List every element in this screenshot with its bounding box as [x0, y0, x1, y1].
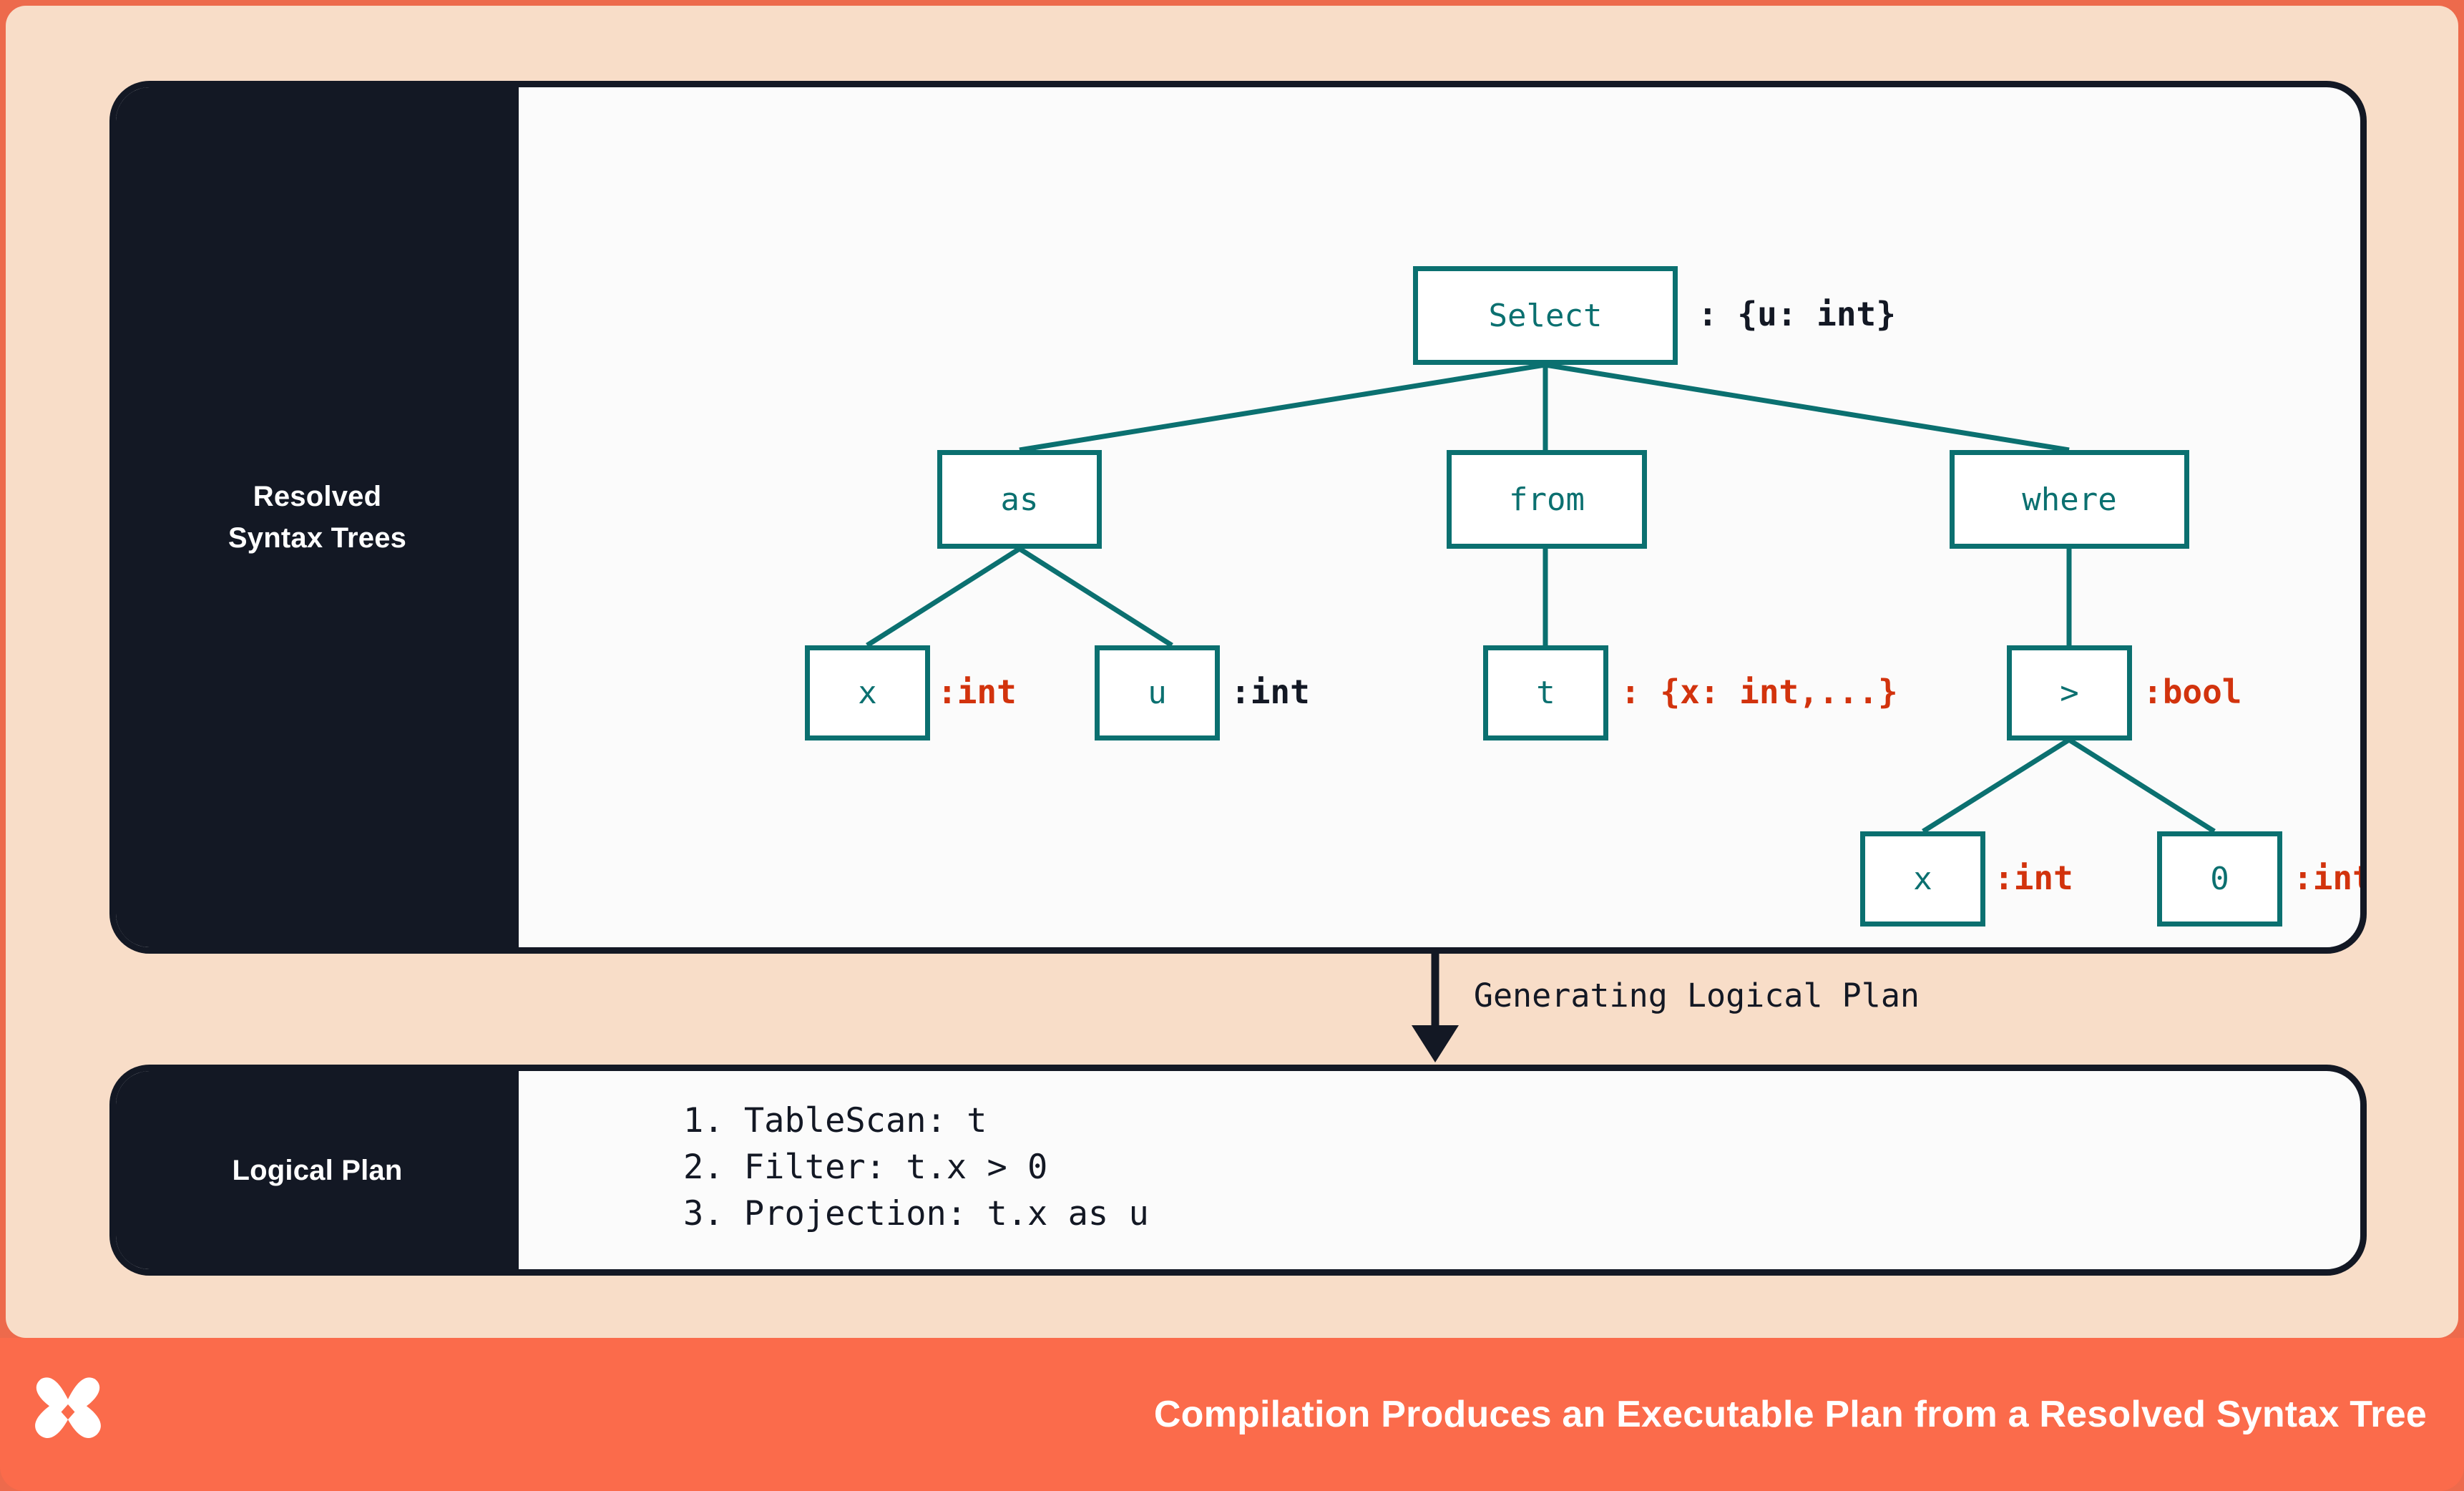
node-gt-x-label: x: [1913, 861, 1932, 897]
annotation-as-u: :int: [1231, 673, 1310, 711]
annotation-gt-x: :int: [1994, 859, 2073, 897]
pipeline-connector: Generating Logical Plan: [109, 954, 2367, 1065]
resolved-syntax-trees-sidebar: Resolved Syntax Trees: [116, 87, 519, 947]
node-gt-x[interactable]: x: [1860, 831, 1985, 927]
node-from-label: from: [1509, 481, 1585, 518]
annotation-greater-than: :bool: [2143, 673, 2242, 711]
node-where-label: where: [2022, 481, 2117, 518]
sidebar-label-line1: Resolved: [253, 481, 382, 512]
node-as-x-label: x: [858, 675, 877, 711]
logical-plan-sidebar: Logical Plan: [116, 1071, 519, 1269]
tree-edges: [866, 362, 2216, 834]
logical-plan-label: Logical Plan: [232, 1154, 403, 1186]
annotation-from-t: : {x: int,...}: [1620, 673, 1898, 711]
connector-arrow-icon: [1412, 954, 1459, 1062]
connector-label: Generating Logical Plan: [1473, 977, 1920, 1015]
node-gt-zero[interactable]: 0: [2157, 831, 2282, 927]
logical-plan-panel: Logical Plan 1. TableScan: t 2. Filter: …: [109, 1065, 2367, 1276]
node-greater-than[interactable]: >: [2007, 645, 2132, 740]
node-as[interactable]: as: [937, 450, 1102, 549]
node-greater-than-label: >: [2060, 675, 2079, 711]
node-from[interactable]: from: [1447, 450, 1647, 549]
sidebar-label-line2: Syntax Trees: [228, 522, 407, 554]
footer-bar: Compilation Produces an Executable Plan …: [0, 1338, 2464, 1491]
resolved-syntax-trees-panel: Resolved Syntax Trees: [109, 81, 2367, 954]
node-from-t-label: t: [1536, 675, 1555, 711]
node-as-label: as: [1000, 481, 1039, 518]
logical-plan-steps: 1. TableScan: t 2. Filter: t.x > 0 3. Pr…: [519, 1071, 2360, 1269]
plan-step-1: 1. TableScan: t: [683, 1101, 987, 1140]
butterfly-x-logo-icon: [35, 1377, 101, 1438]
resolved-syntax-trees-label: Resolved Syntax Trees: [228, 476, 406, 559]
node-as-x[interactable]: x: [805, 645, 930, 740]
node-select-label: Select: [1488, 297, 1603, 334]
footer-caption: Compilation Produces an Executable Plan …: [1153, 1394, 2427, 1435]
node-where[interactable]: where: [1950, 450, 2189, 549]
annotation-gt-zero: :int: [2293, 859, 2367, 897]
page-background: Resolved Syntax Trees: [6, 6, 2458, 1338]
node-gt-zero-label: 0: [2210, 861, 2229, 897]
node-select[interactable]: Select: [1413, 266, 1678, 365]
node-as-u[interactable]: u: [1095, 645, 1220, 740]
annotation-as-x: :int: [937, 673, 1017, 711]
syntax-tree-canvas: Select : {u: int} as from where x :int: [519, 87, 2360, 947]
node-as-u-label: u: [1148, 675, 1167, 711]
plan-step-2: 2. Filter: t.x > 0: [683, 1147, 1048, 1187]
plan-step-3: 3. Projection: t.x as u: [683, 1193, 1149, 1233]
annotation-select: : {u: int}: [1698, 295, 1896, 333]
node-from-t[interactable]: t: [1483, 645, 1608, 740]
